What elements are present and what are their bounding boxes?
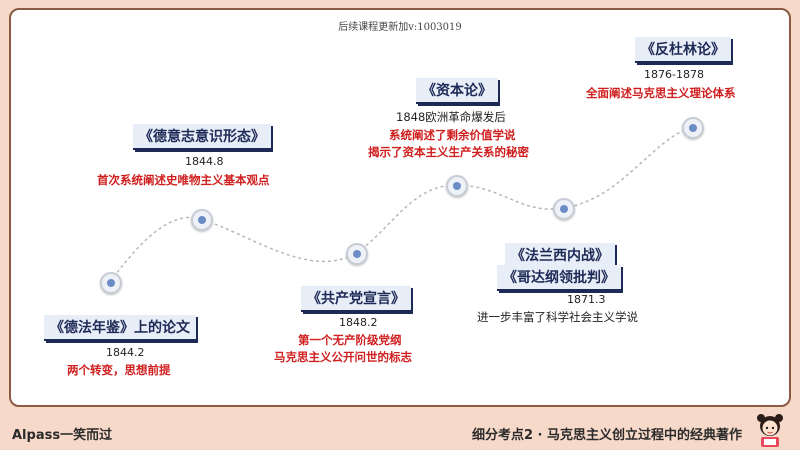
timeline-node-1871 xyxy=(553,198,575,220)
timeline-node-1876 xyxy=(682,117,704,139)
event-description: 首次系统阐述史唯物主义基本观点 xyxy=(97,173,270,187)
event-year: 1871.3 xyxy=(567,293,606,306)
event-title-anti-duhring: 《反杜林论》 xyxy=(635,37,731,63)
event-title-german-ideology: 《德意志意识形态》 xyxy=(133,124,271,150)
event-description: 揭示了资本主义生产关系的秘密 xyxy=(368,145,529,159)
event-year-context: 1848欧洲革命爆发后 xyxy=(396,109,506,126)
brand-name: Alpass一笑而过 xyxy=(12,428,113,443)
timeline-node-1844-2 xyxy=(100,272,122,294)
event-description: 进一步丰富了科学社会主义学说 xyxy=(477,310,638,324)
timeline-node-1844-8 xyxy=(191,209,213,231)
event-description: 第一个无产阶级党纲 xyxy=(298,333,402,347)
event-year: 1848.2 xyxy=(339,316,378,329)
watermark: 后续课程更新加v:1003019 xyxy=(338,22,462,33)
timeline-node-1848-2 xyxy=(346,243,368,265)
event-year: 1844.8 xyxy=(185,155,224,168)
timeline-card: 后续课程更新加v:1003019 《德法年鉴》上的论文 1844.2 两个转变，… xyxy=(9,8,791,407)
event-title-communist-manifesto: 《共产党宣言》 xyxy=(301,286,411,312)
mascot-girl-icon xyxy=(757,414,783,447)
event-title-gotha-critique: 《哥达纲领批判》 xyxy=(497,265,621,291)
event-year: 1848 xyxy=(396,110,426,124)
event-title-das-kapital: 《资本论》 xyxy=(416,78,498,104)
event-description: 两个转变，思想前提 xyxy=(67,363,171,377)
event-year: 1844.2 xyxy=(106,346,145,359)
event-year: 1876-1878 xyxy=(644,68,704,81)
topic-title: 细分考点2 · 马克思主义创立过程中的经典著作 xyxy=(471,428,742,443)
event-title-deutsch-franzosische: 《德法年鉴》上的论文 xyxy=(44,315,196,341)
timeline-node-1848 xyxy=(446,175,468,197)
event-description: 系统阐述了剩余价值学说 xyxy=(389,128,516,142)
event-description: 全面阐述马克思主义理论体系 xyxy=(586,86,736,100)
footer-bar: Alpass一笑而过 细分考点2 · 马克思主义创立过程中的经典著作 xyxy=(0,414,800,450)
event-year-suffix: 欧洲革命爆发后 xyxy=(425,110,506,124)
event-description: 马克思主义公开问世的标志 xyxy=(274,350,412,364)
